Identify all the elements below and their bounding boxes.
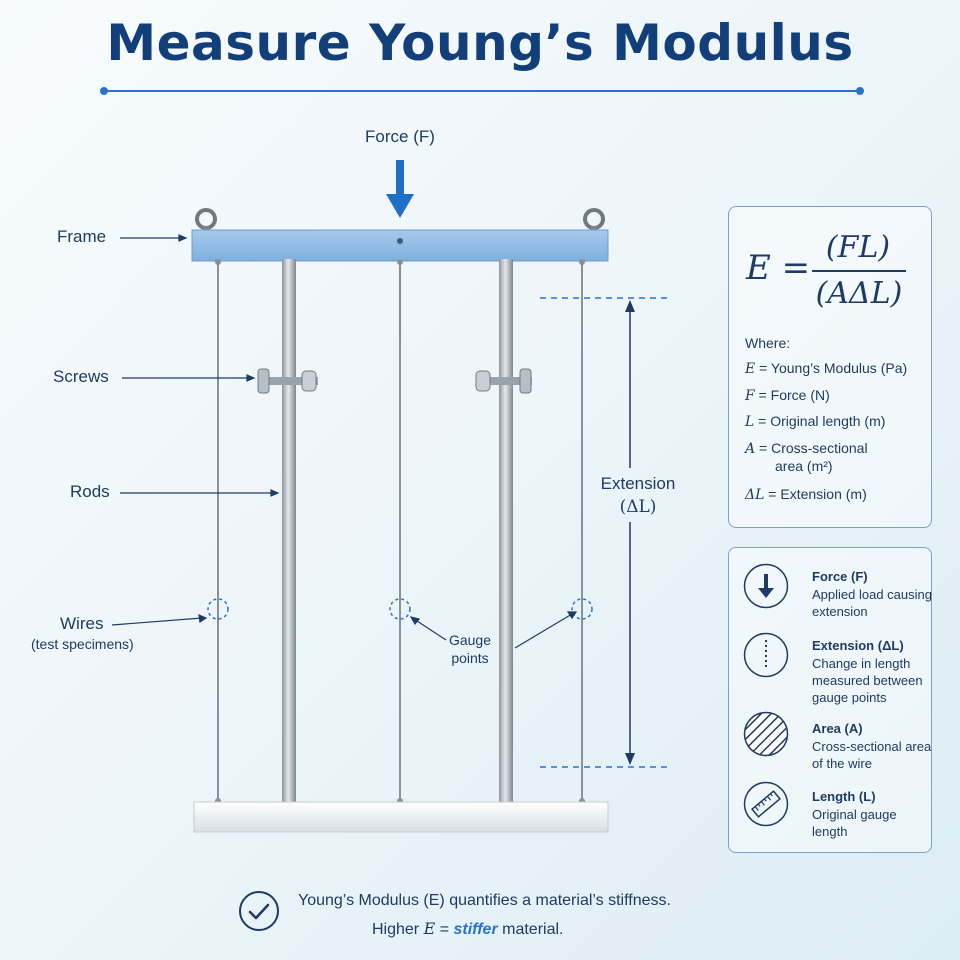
def-delta-l: ΔL = Extension (m) [745,486,867,503]
def-e: E = Young’s Modulus (Pa) [745,360,908,377]
screw-right [475,368,532,394]
formula-numerator: (FL) [825,230,891,265]
frame-center-hole [397,238,403,244]
legend-length-desc: Original gauge length [812,807,897,839]
extension-label: Extension [600,474,676,493]
ruler-icon [743,781,789,827]
wires-leader [111,617,203,626]
rod-left [282,259,296,806]
gauge-label-line2: points [451,650,489,666]
gauge-point-right [571,598,593,620]
title-underline-dot-right [856,87,864,95]
force-label: Force (F) [365,127,435,146]
def-f: F = Force (N) [745,387,830,404]
extension-arrow [625,300,635,765]
legend-force-desc: Applied load causing extension [812,587,932,619]
hatched-circle-icon [743,711,789,757]
gauge-point-center [389,598,411,620]
legend-length-title: Length (L) [812,789,876,804]
page-title: Measure Young’s Modulus [106,14,854,72]
def-a-cont: area (m²) [775,458,833,474]
formula-denominator: (AΔL) [815,276,903,311]
force-arrow [386,160,414,218]
extension-symbol: (ΔL) [619,497,657,517]
wires-label: Wires [60,614,104,633]
legend-area-title: Area (A) [812,721,863,736]
formula-lhs: E = [746,248,811,288]
gauge-label-line1: Gauge [448,632,492,648]
def-a: A = Cross-sectional [745,440,868,457]
wires-sublabel: (test specimens) [31,636,134,652]
title-underline [104,90,860,92]
bottom-statement-line2: Higher E = stiffer material. [372,919,564,938]
down-arrow-icon [743,563,789,609]
check-circle-icon [239,891,279,931]
base [193,801,609,833]
legend-area-desc: Cross-sectional area of the wire [812,739,932,771]
gauge-leader-center [413,618,447,641]
formula-card [728,206,932,528]
legend-extension-desc: Change in length measured between gauge … [812,656,923,705]
top-frame [191,229,609,262]
dotted-line-icon [743,632,789,678]
legend-force-title: Force (F) [812,569,868,584]
bottom-statement-line1: Young’s Modulus (E) quantifies a materia… [298,892,671,909]
where-label: Where: [745,335,791,351]
def-l: L = Original length (m) [745,413,886,430]
rods-label: Rods [70,482,110,501]
gauge-leader-right [514,613,573,649]
screws-label: Screws [53,367,109,386]
title-underline-dot-left [100,87,108,95]
legend-extension-title: Extension (ΔL) [812,638,904,653]
gauge-point-left [207,598,229,620]
frame-label: Frame [57,227,107,246]
screw-left [257,368,318,394]
rod-right [499,259,513,806]
formula-fraction-bar [812,270,906,272]
